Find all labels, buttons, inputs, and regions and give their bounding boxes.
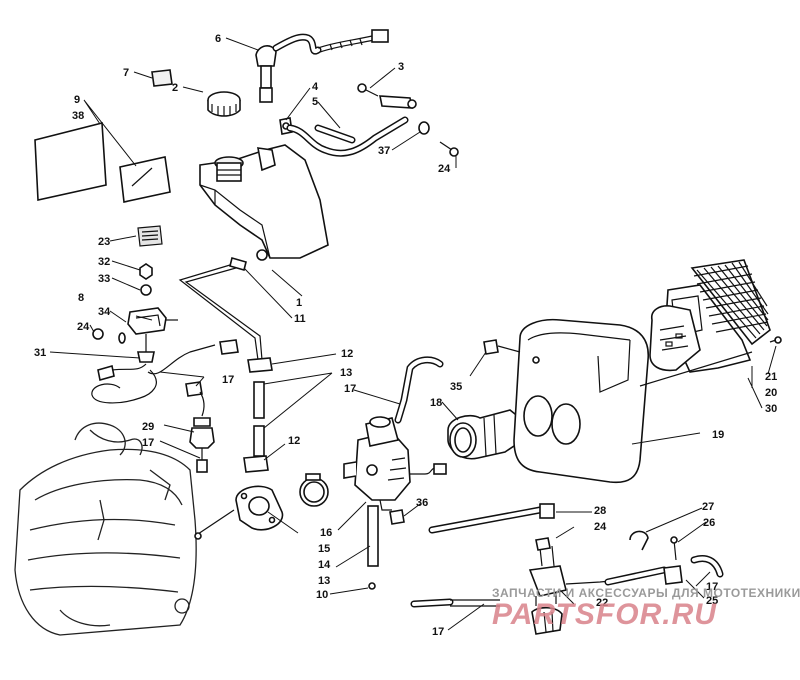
watermark-tagline: ЗАПЧАСТИ И АКСЕССУАРЫ ДЛЯ МОТОТЕХНИКИ	[492, 586, 800, 600]
callout-3: 3	[398, 61, 404, 73]
callout-13-lower: 13	[318, 575, 330, 587]
callout-18: 18	[430, 397, 442, 409]
callout-10: 10	[316, 589, 328, 601]
callout-25: 25	[706, 595, 718, 607]
vent-hose-group	[286, 83, 459, 157]
callout-37: 37	[378, 145, 390, 157]
callout-28: 28	[594, 505, 606, 517]
clamp-lower	[243, 455, 269, 473]
carb-inlet-hose	[394, 356, 444, 424]
clamp-upper	[247, 357, 273, 373]
callout-4: 4	[312, 81, 319, 93]
callout-2: 2	[172, 82, 178, 94]
watermark-logo: PARTSFOR.RU	[492, 598, 717, 631]
engine-block	[14, 422, 197, 636]
callout-14: 14	[318, 559, 331, 571]
callout-29: 29	[142, 421, 154, 433]
callout-11: 11	[294, 313, 306, 325]
fuel-pump	[528, 537, 567, 635]
callout-32: 32	[98, 256, 110, 268]
callout-30: 30	[765, 403, 777, 415]
callout-5: 5	[312, 96, 318, 108]
callout-15: 15	[318, 543, 330, 555]
level-sender	[255, 29, 389, 103]
callout-labels: 1 2 3 4 5 6 7 8 9 10 11 12 12 13 13 14 1…	[34, 33, 777, 638]
callout-31: 31	[34, 347, 46, 359]
air-boot	[447, 409, 521, 460]
callout-7: 7	[123, 67, 129, 79]
oil-line-network	[178, 257, 263, 370]
fuel-lines-right	[410, 503, 724, 608]
air-silencer	[513, 318, 649, 484]
callout-24-right: 24	[594, 521, 607, 533]
callout-17-left: 17	[222, 374, 234, 386]
callout-17-top: 17	[344, 383, 356, 395]
decal-panels	[34, 121, 171, 203]
callout-12-lower: 12	[288, 435, 300, 447]
callout-22: 22	[596, 597, 608, 609]
callout-27: 27	[702, 501, 714, 513]
oil-tank	[199, 144, 329, 261]
callout-24-top: 24	[438, 163, 451, 175]
callout-33: 33	[98, 273, 110, 285]
clamp-ring	[299, 473, 329, 507]
oil-lines-left	[91, 339, 239, 473]
callout-12-upper: 12	[341, 348, 353, 360]
callout-8: 8	[78, 292, 84, 304]
pump-bracket	[92, 225, 178, 363]
callout-38: 38	[72, 110, 84, 122]
callout-36: 36	[416, 497, 428, 509]
callout-34: 34	[98, 306, 111, 318]
callout-13-upper: 13	[340, 367, 352, 379]
leader-lines	[49, 37, 777, 631]
intake-snorkel	[649, 284, 752, 373]
callout-26: 26	[703, 517, 715, 529]
callout-9: 9	[74, 94, 80, 106]
callout-17-mid: 17	[142, 437, 154, 449]
callout-24-left: 24	[77, 321, 90, 333]
carburetor	[343, 416, 447, 511]
intake-screen	[690, 259, 782, 346]
fuel-line-lower	[367, 505, 405, 590]
hose-vertical	[253, 381, 265, 457]
callout-19: 19	[712, 429, 724, 441]
callout-21: 21	[765, 371, 777, 383]
callout-6: 6	[215, 33, 221, 45]
callout-17-right: 17	[706, 581, 718, 593]
callout-1: 1	[296, 297, 302, 309]
callout-20: 20	[765, 387, 777, 399]
callout-16: 16	[320, 527, 332, 539]
callout-35: 35	[450, 381, 462, 393]
tank-cap	[207, 91, 241, 117]
callout-17-bottom: 17	[432, 626, 444, 638]
decal-small	[151, 69, 173, 87]
hose-fitting	[483, 339, 521, 355]
silencer-axis-line	[639, 351, 753, 387]
carb-flange	[194, 485, 284, 540]
callout-23: 23	[98, 236, 110, 248]
